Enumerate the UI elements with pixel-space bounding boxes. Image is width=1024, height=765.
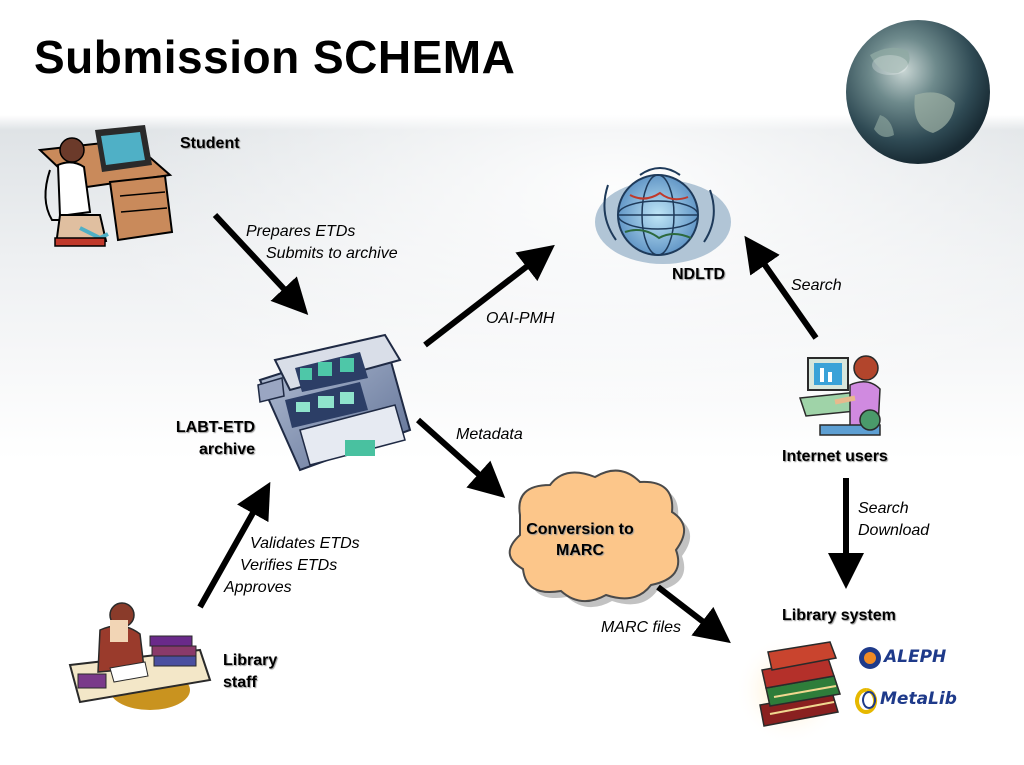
metalib-logo-icon bbox=[855, 688, 878, 714]
node-label-library-system: Library system bbox=[782, 607, 896, 624]
arrow-student-to-archive bbox=[212, 212, 309, 315]
arrow-users-to-ndltd bbox=[744, 235, 819, 340]
node-label-staff-line1: Library bbox=[223, 652, 278, 669]
edge-label-download: Download bbox=[858, 522, 930, 539]
arrow-conversion-to-library bbox=[656, 584, 731, 644]
edge-label-verifies: Verifies ETDs bbox=[240, 557, 338, 574]
node-label-staff-line2: staff bbox=[223, 674, 257, 691]
archive-server-icon bbox=[257, 333, 412, 472]
edge-label-metadata: Metadata bbox=[456, 426, 523, 443]
arrow-archive-to-ndltd bbox=[423, 244, 555, 348]
edge-label-search-download: Search Download bbox=[858, 498, 929, 542]
node-label-labt-line2: archive bbox=[198, 441, 255, 458]
books-stack-icon bbox=[735, 635, 845, 745]
aleph-logo-text: ALEPH bbox=[884, 647, 947, 667]
aleph-logo-icon bbox=[859, 647, 881, 669]
library-staff-icon bbox=[68, 602, 212, 710]
node-label-library-staff: Library staff bbox=[223, 650, 277, 694]
conversion-cloud-shape bbox=[508, 469, 691, 608]
student-at-computer-icon bbox=[37, 125, 174, 247]
node-label-labt-line1: LABT-ETD bbox=[175, 419, 255, 436]
metalib-logo-text: MetaLib bbox=[880, 689, 957, 709]
node-label-labt-archive: LABT-ETD archive bbox=[150, 417, 255, 461]
node-label-conversion-line2: MARC bbox=[556, 542, 604, 559]
edge-label-oai-pmh: OAI-PMH bbox=[486, 310, 555, 327]
edge-label-approves: Approves bbox=[224, 579, 292, 596]
slide-title: Submission SCHEMA bbox=[34, 31, 516, 83]
node-label-internet-users: Internet users bbox=[782, 448, 888, 465]
edge-label-prepares: Prepares ETDs bbox=[246, 223, 356, 240]
edge-label-marc-files: MARC files bbox=[601, 619, 682, 636]
node-label-conversion-line1: Conversion to bbox=[526, 521, 634, 538]
arrow-staff-to-archive bbox=[197, 481, 271, 609]
edge-label-search: Search bbox=[858, 500, 909, 517]
globe-icon bbox=[846, 20, 990, 164]
arrow-archive-to-conversion bbox=[415, 417, 506, 499]
edge-label-search-ndltd: Search bbox=[791, 277, 842, 294]
network-globe-icon bbox=[595, 167, 731, 264]
edge-label-validates: Validates ETDs bbox=[250, 535, 360, 552]
internet-user-icon bbox=[798, 355, 881, 436]
node-label-student: Student bbox=[180, 135, 240, 152]
node-label-ndltd: NDLTD bbox=[672, 266, 726, 283]
edge-label-staff-to-archive: Validates ETDs Verifies ETDs Approves bbox=[224, 533, 360, 599]
node-label-conversion: Conversion to MARC bbox=[510, 519, 650, 561]
edge-label-submits: Submits to archive bbox=[266, 245, 398, 262]
edge-label-student-to-archive: Prepares ETDs Submits to archive bbox=[246, 221, 398, 265]
